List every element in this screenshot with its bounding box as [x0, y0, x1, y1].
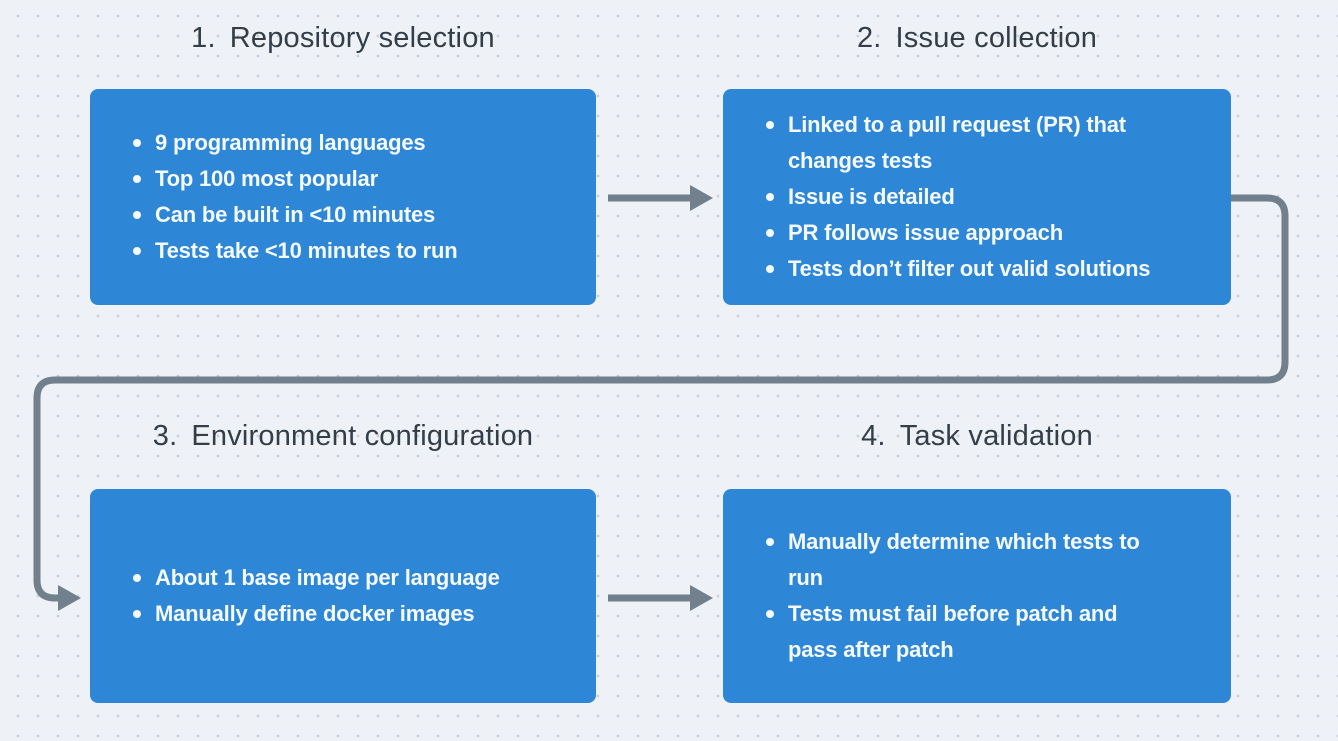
- step4-title-label: Task validation: [899, 420, 1093, 452]
- step2-issue-collection-box: Linked to a pull request (PR) that chang…: [723, 89, 1231, 305]
- step1-repository-selection-box: 9 programming languages Top 100 most pop…: [90, 89, 596, 305]
- bullet-item: Linked to a pull request (PR) that chang…: [766, 107, 1201, 179]
- step2-title-label: Issue collection: [895, 22, 1098, 54]
- step3-title-label: Environment configuration: [191, 420, 534, 452]
- arrow-step1-to-step2-icon: [608, 185, 713, 211]
- bullet-item: About 1 base image per language: [133, 560, 566, 596]
- step2-title: 2. Issue collection: [723, 22, 1231, 55]
- step1-bullet-list: 9 programming languages Top 100 most pop…: [90, 125, 596, 269]
- step1-title: 1. Repository selection: [90, 22, 596, 55]
- step1-number: 1.: [191, 22, 216, 54]
- bullet-item: Can be built in <10 minutes: [133, 197, 566, 233]
- arrow-step3-to-step4-icon: [608, 585, 713, 611]
- bullet-item: Tests don’t filter out valid solutions: [766, 251, 1201, 287]
- step4-number: 4.: [861, 420, 886, 452]
- step4-title: 4. Task validation: [723, 420, 1231, 453]
- step3-environment-configuration-box: About 1 base image per language Manually…: [90, 489, 596, 703]
- bullet-item: Tests take <10 minutes to run: [133, 233, 566, 269]
- step2-number: 2.: [856, 22, 882, 54]
- bullet-item: Manually determine which tests to run: [766, 524, 1201, 596]
- step4-task-validation-box: Manually determine which tests to run Te…: [723, 489, 1231, 703]
- step3-title: 3. Environment configuration: [90, 420, 596, 453]
- step4-bullet-list: Manually determine which tests to run Te…: [723, 524, 1231, 668]
- bullet-item: Tests must fail before patch and pass af…: [766, 596, 1201, 668]
- bullet-item: PR follows issue approach: [766, 215, 1201, 251]
- step1-title-label: Repository selection: [229, 22, 495, 54]
- step3-number: 3.: [152, 420, 178, 452]
- bullet-item: Top 100 most popular: [133, 161, 566, 197]
- step3-bullet-list: About 1 base image per language Manually…: [90, 560, 596, 632]
- bullet-item: Manually define docker images: [133, 596, 566, 632]
- bullet-item: Issue is detailed: [766, 179, 1201, 215]
- bullet-item: 9 programming languages: [133, 125, 566, 161]
- step2-bullet-list: Linked to a pull request (PR) that chang…: [723, 107, 1231, 287]
